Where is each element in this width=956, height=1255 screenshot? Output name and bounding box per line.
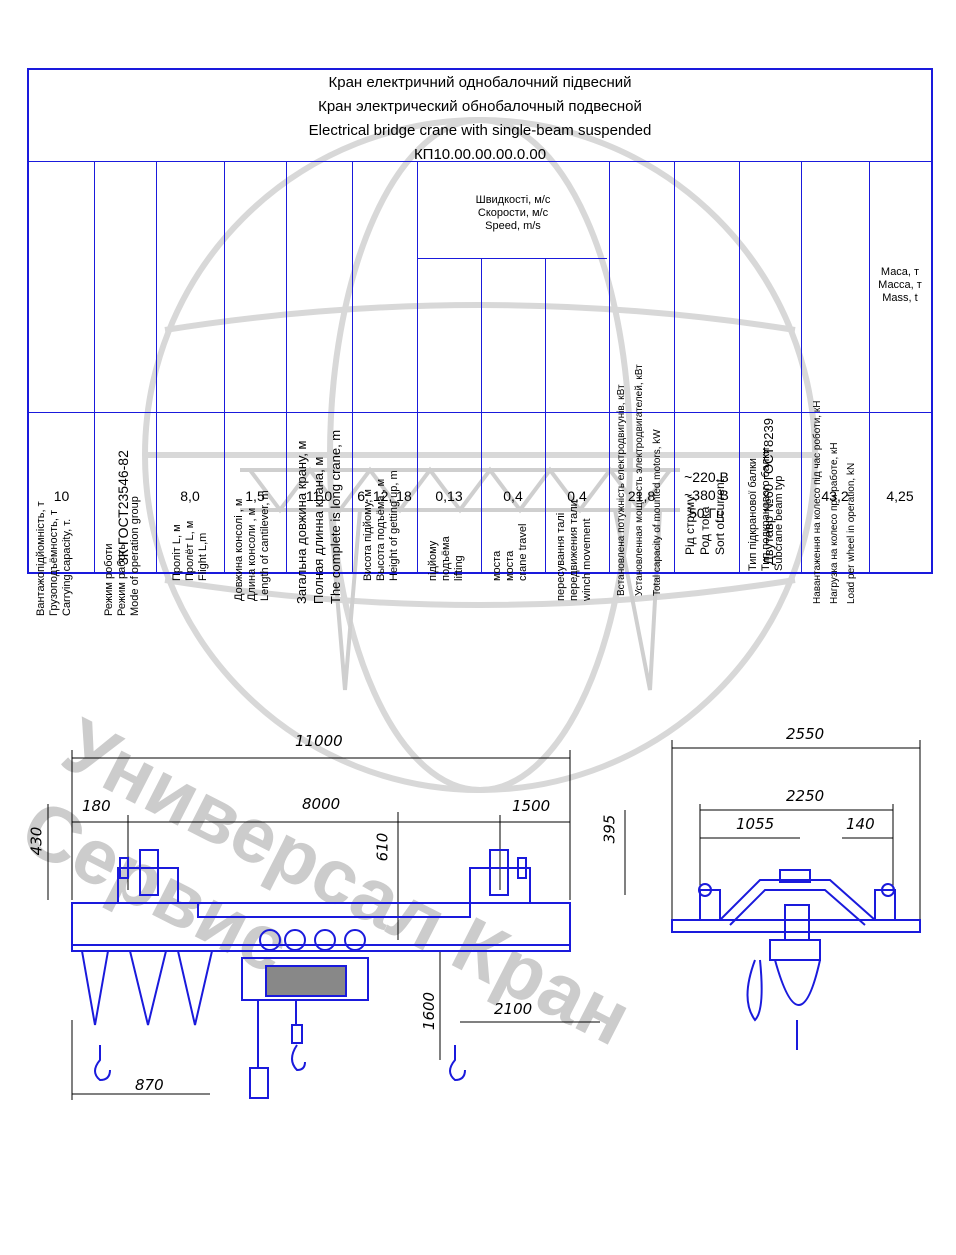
header-line: підйому [427, 540, 439, 581]
value-lift-height: 6, 12, 18 [357, 488, 412, 504]
col-line [801, 161, 802, 572]
header-line: crane travel [517, 523, 529, 581]
header-line: The complete is long crane, m [328, 429, 343, 604]
col-line [286, 161, 287, 572]
dim-430: 430 [27, 826, 46, 856]
header-line: Carrying capacity, т. [61, 518, 73, 616]
col-line [94, 161, 95, 572]
header-line: Режим роботи [103, 543, 115, 616]
header-line: Грузоподъёмность, т [48, 509, 60, 616]
dim-2250: 2250 [786, 787, 825, 805]
col-line [869, 161, 870, 572]
value-mass: 4,25 [886, 488, 914, 504]
dim-395: 395 [600, 814, 619, 844]
header-line: winch movement [581, 518, 593, 601]
dim-180: 180 [82, 797, 111, 815]
header-line: lifting [453, 555, 465, 581]
header-line: передвижения тали [568, 500, 580, 601]
value-mode-text: 3К ГОСТ23546-82 [115, 450, 131, 565]
value-span: 8,0 [180, 488, 200, 504]
value-cantilever: 1,5 [245, 488, 265, 504]
col-line [739, 161, 740, 572]
header-line: Загальна довжина крану, м [294, 440, 309, 604]
header-line: подъёма [440, 536, 452, 581]
header-line: Довжина консолі , м [233, 498, 245, 601]
header-line: пересування талі [555, 512, 567, 601]
header-line: Тип підкранової балки [747, 458, 759, 571]
dim-1055: 1055 [736, 815, 775, 833]
header-line: Маса, т [880, 266, 920, 278]
col-line [156, 161, 157, 572]
header-line: Height of getting up, m [388, 470, 400, 581]
header-line: Полная длинна крана, м [311, 456, 326, 604]
value-current-line: ~220 В [684, 469, 729, 485]
header-line: Нагрузка на колесо при работе, кН [829, 442, 840, 604]
header-line: Load per wheel in operation, kN [846, 462, 857, 604]
divider-speeds [417, 258, 607, 259]
col-line [674, 161, 675, 572]
dim-1600: 1600 [420, 991, 439, 1031]
value-wheel-load: 43,2 [821, 488, 849, 504]
col-line [417, 161, 418, 572]
front-view-drawing [47, 750, 626, 1100]
col-line [352, 161, 353, 572]
header-line: Швидкості, м/с [475, 194, 551, 206]
value-total-length: 11,0 [305, 488, 333, 504]
header-line: Speed, m/s [485, 220, 541, 232]
col-line [481, 258, 482, 572]
header-line: моста [491, 550, 503, 581]
title-code: КП10.00.00.00.0.00 [413, 146, 547, 163]
value-current-line: 50 Гц [688, 505, 725, 521]
header-line: Скорости, м/с [477, 207, 549, 219]
dim-140: 140 [846, 815, 875, 833]
value-speed-winch: 0,4 [567, 488, 587, 504]
col-line [609, 161, 610, 572]
dim-870: 870 [135, 1076, 164, 1094]
header-line: Проліт L, м [171, 524, 183, 581]
dim-2550: 2550 [786, 725, 825, 743]
header-line: Длина консоли , м [246, 507, 258, 601]
value-current-line: ~380 В [684, 487, 729, 503]
dim-610: 610 [373, 832, 392, 862]
value-current: ~220 В ~380 В 50 Гц [674, 468, 739, 522]
watermark-globe [142, 117, 818, 793]
header-line: Установленная мощность электродвигателей… [634, 364, 645, 596]
dim-8000: 8000 [302, 795, 341, 813]
side-view-drawing [671, 740, 921, 1050]
value-speed-lifting: 0,13 [435, 488, 463, 504]
dim-1500: 1500 [512, 797, 551, 815]
dim-11000: 11000 [295, 732, 343, 750]
header-line: моста [504, 550, 516, 581]
col-line [545, 258, 546, 572]
divider-header [29, 412, 931, 413]
title-ru: Кран электрический обнобалочный подвесно… [318, 98, 642, 115]
col-line [224, 161, 225, 572]
title-en: Electrical bridge crane with single-beam… [308, 122, 652, 139]
value-beam-text: Двутавр №60 ГОСТ8239 [761, 418, 776, 565]
header-line: Length of cantilever, m [259, 490, 271, 601]
header-line: Масса, т [878, 279, 922, 291]
value-capacity: 10 [53, 488, 70, 504]
header-line: Total capacity of mounted motors, kW [652, 429, 663, 596]
header-line: Пролёт L, м [184, 520, 196, 581]
header-line: Вантажопідйомність, т [35, 501, 47, 616]
dim-2100: 2100 [494, 1000, 533, 1018]
header-line: Flight L,m [197, 532, 209, 581]
spec-table: Кран електричний однобалочний підвесний … [27, 68, 933, 616]
value-speed-bridge: 0,4 [503, 488, 523, 504]
title-ua: Кран електричний однобалочний підвесний [328, 74, 632, 91]
value-power: 21,8 [627, 488, 656, 504]
header-line: Mass, t [882, 292, 918, 304]
divider-title [29, 161, 931, 162]
